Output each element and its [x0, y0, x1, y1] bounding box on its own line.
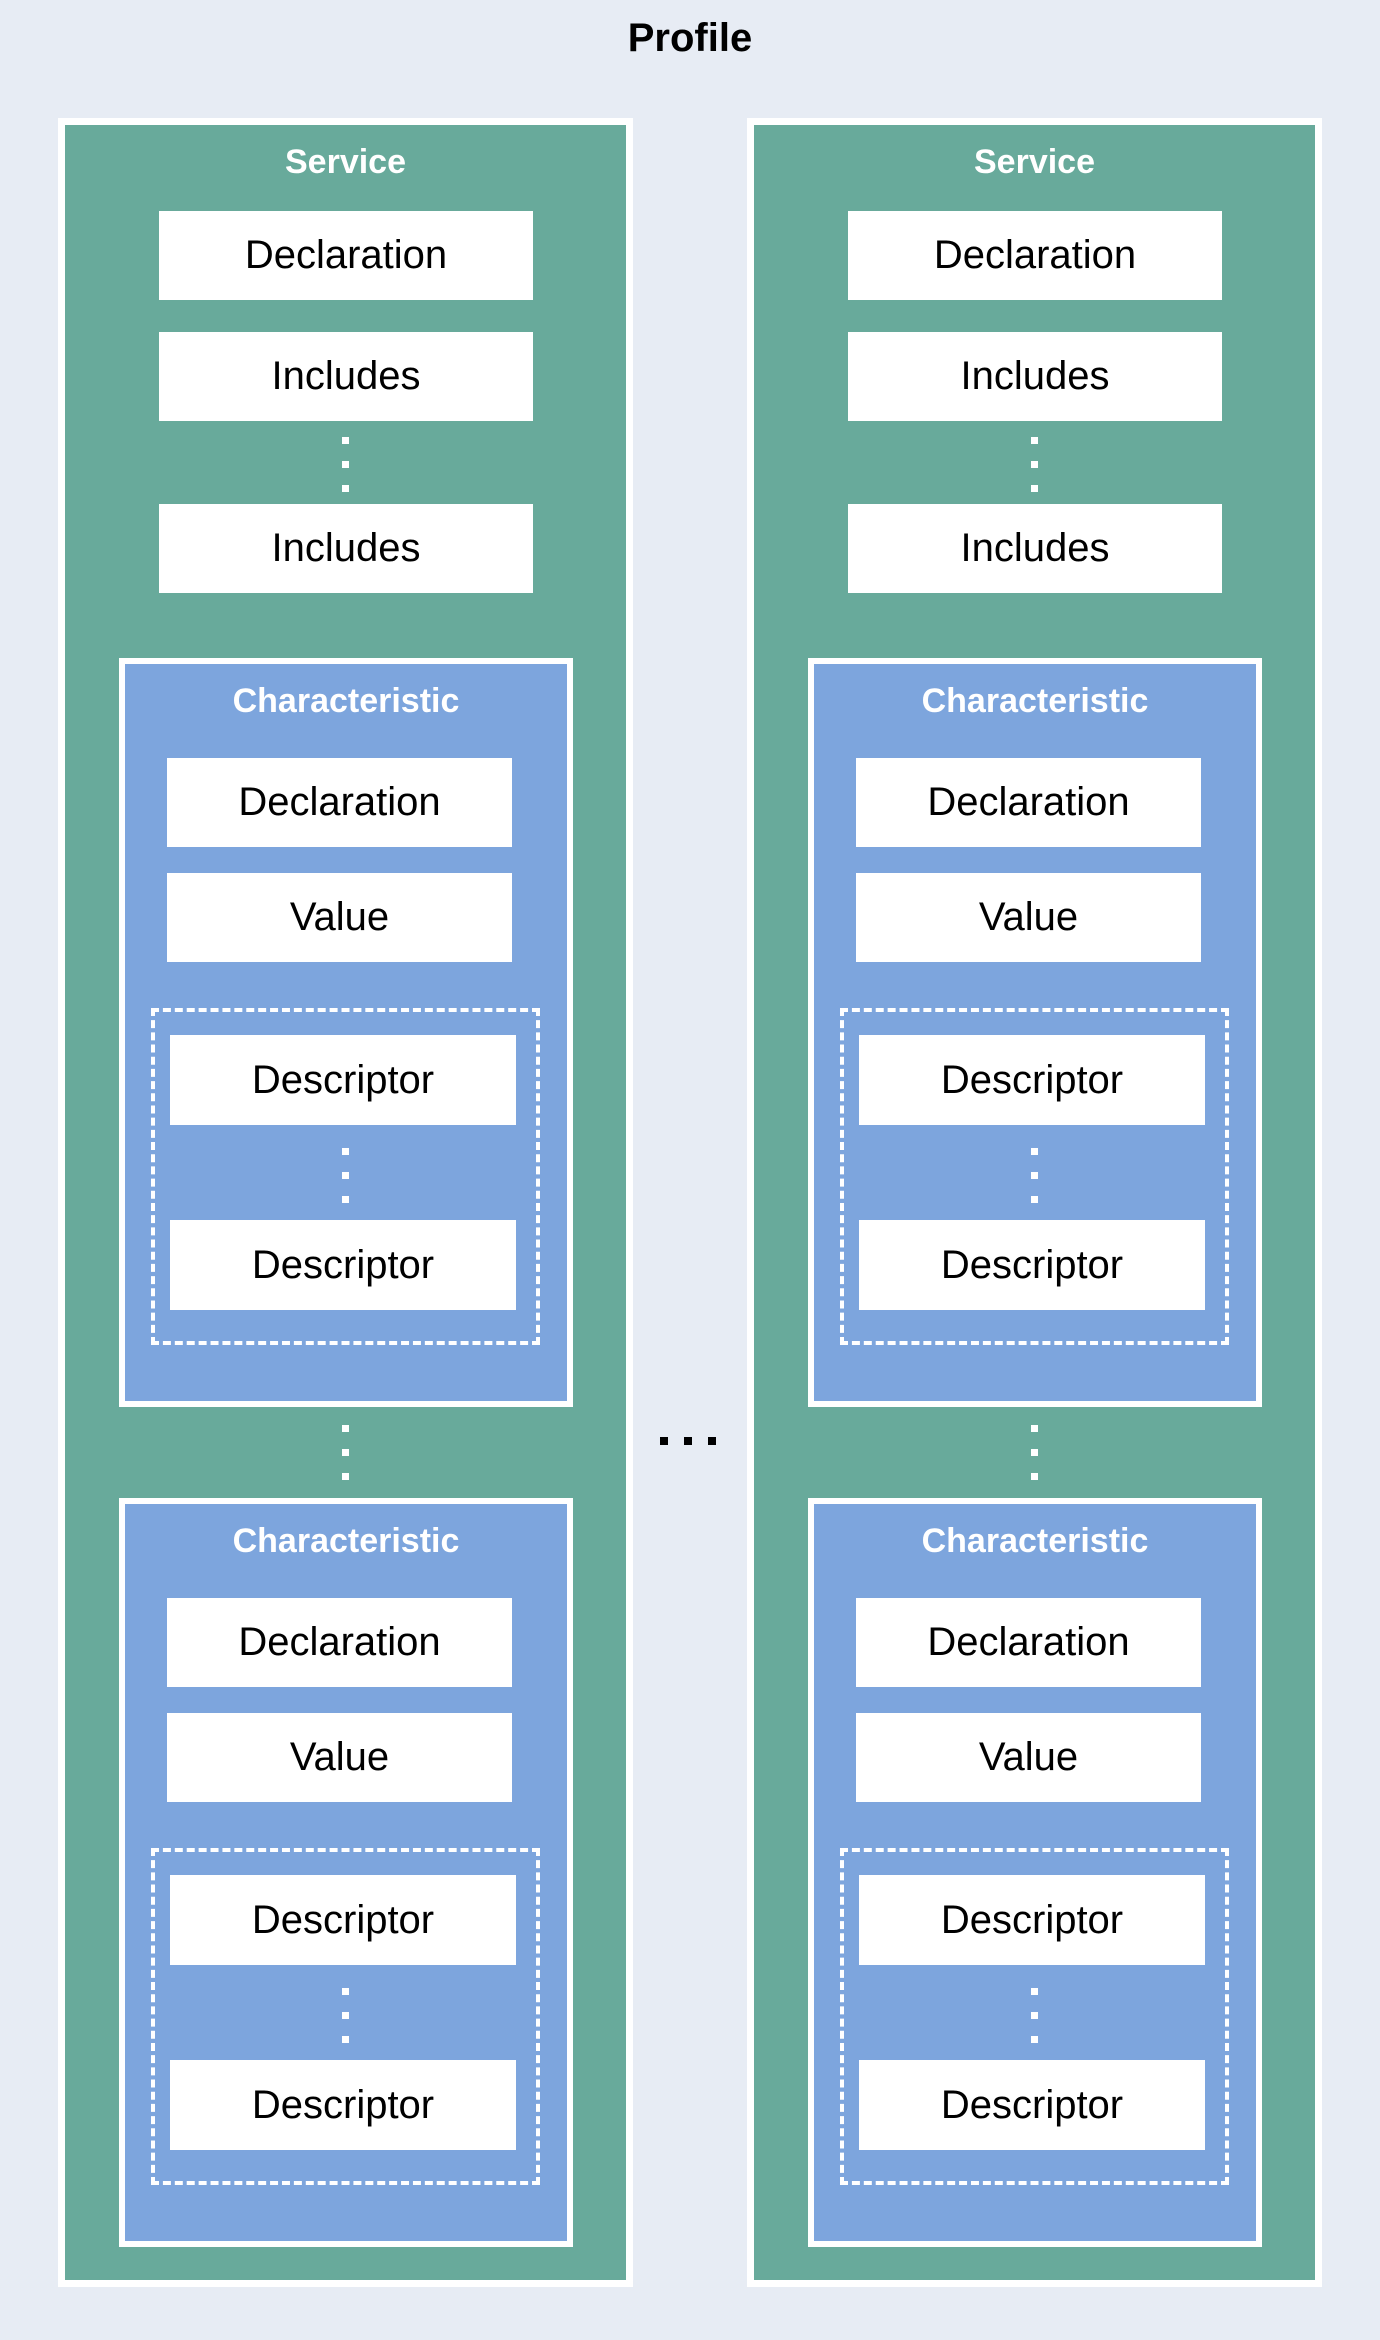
characteristic-declaration-box: Declaration [167, 758, 512, 847]
vertical-ellipsis-icon [1031, 1148, 1038, 1203]
vertical-ellipsis-icon [342, 1988, 349, 2043]
characteristic-value-box: Value [856, 873, 1201, 962]
descriptor-group: Descriptor Descriptor [151, 1008, 540, 1345]
descriptor-box: Descriptor [170, 1875, 516, 1965]
characteristic-title: Characteristic [232, 1522, 460, 1560]
characteristic-box-2: Characteristic Declaration Value Descrip… [808, 1498, 1262, 2247]
descriptor-box: Descriptor [859, 1035, 1205, 1125]
vertical-ellipsis-icon [1031, 1988, 1038, 2043]
descriptor-box: Descriptor [859, 1875, 1205, 1965]
characteristic-declaration-box: Declaration [167, 1598, 512, 1687]
descriptor-box: Descriptor [859, 1220, 1205, 1310]
service-includes-box: Includes [848, 504, 1222, 593]
characteristic-declaration-box: Declaration [856, 758, 1201, 847]
characteristic-title: Characteristic [921, 1522, 1149, 1560]
service-box-1: Service Declaration Includes Includes Ch… [58, 118, 633, 2287]
service-declaration-box: Declaration [159, 211, 533, 300]
descriptor-box: Descriptor [170, 1035, 516, 1125]
service-box-2: Service Declaration Includes Includes Ch… [747, 118, 1322, 2287]
vertical-ellipsis-icon [342, 437, 349, 492]
characteristic-value-box: Value [167, 1713, 512, 1802]
characteristic-title: Characteristic [232, 682, 460, 720]
characteristic-declaration-box: Declaration [856, 1598, 1201, 1687]
vertical-ellipsis-icon [1031, 1425, 1038, 1480]
service-includes-box: Includes [159, 504, 533, 593]
descriptor-box: Descriptor [170, 1220, 516, 1310]
service-title: Service [974, 143, 1095, 181]
service-declaration-box: Declaration [848, 211, 1222, 300]
vertical-ellipsis-icon [342, 1425, 349, 1480]
descriptor-box: Descriptor [859, 2060, 1205, 2150]
characteristic-box-2: Characteristic Declaration Value Descrip… [119, 1498, 573, 2247]
service-title: Service [285, 143, 406, 181]
characteristic-value-box: Value [856, 1713, 1201, 1802]
characteristic-box-1: Characteristic Declaration Value Descrip… [119, 658, 573, 1407]
horizontal-ellipsis-icon [660, 1437, 716, 1445]
characteristic-box-1: Characteristic Declaration Value Descrip… [808, 658, 1262, 1407]
service-includes-box: Includes [159, 332, 533, 421]
vertical-ellipsis-icon [1031, 437, 1038, 492]
descriptor-box: Descriptor [170, 2060, 516, 2150]
page-title: Profile [627, 16, 753, 60]
service-includes-box: Includes [848, 332, 1222, 421]
vertical-ellipsis-icon [342, 1148, 349, 1203]
descriptor-group: Descriptor Descriptor [840, 1848, 1229, 2185]
descriptor-group: Descriptor Descriptor [151, 1848, 540, 2185]
characteristic-title: Characteristic [921, 682, 1149, 720]
characteristic-value-box: Value [167, 873, 512, 962]
descriptor-group: Descriptor Descriptor [840, 1008, 1229, 1345]
